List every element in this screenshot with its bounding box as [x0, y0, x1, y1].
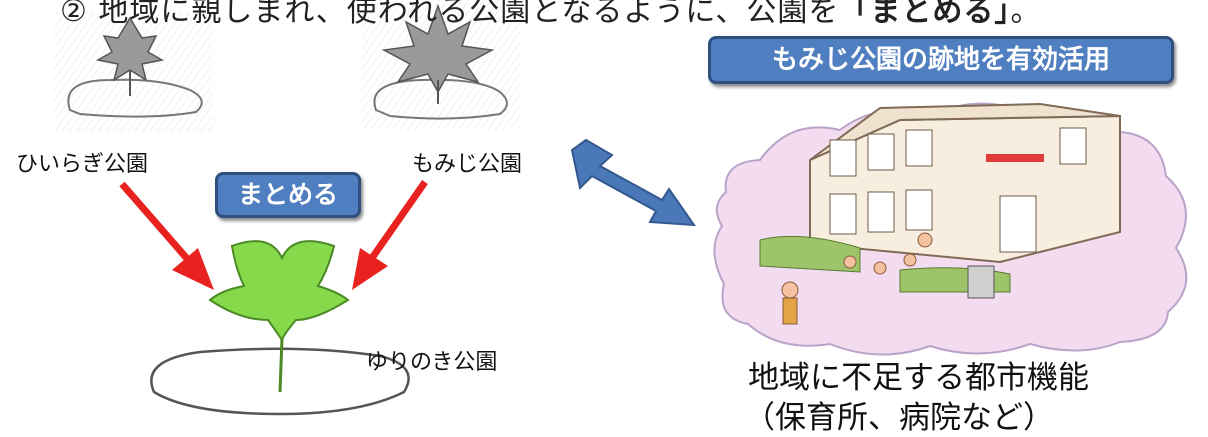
caption-line2: （保育所、病院など） [744, 400, 1054, 436]
heading-suffix: 。 [1010, 0, 1042, 29]
park-label-momiji: もみじ公園 [412, 152, 523, 177]
pink-cloud-building [713, 102, 1188, 356]
heading-prefix: ② 地域に親しまれ、使われる公園となるように、公園を [60, 0, 840, 29]
badge-reuse: もみじ公園の跡地を有効活用 [708, 36, 1174, 84]
blue-arrow [570, 138, 697, 227]
badge-matomeru: まとめる [215, 172, 361, 218]
hiiragi-park-sketch [54, 12, 212, 132]
caption-line1: 地域に不足する都市機能 [748, 360, 1089, 396]
yurinoki-leaf [150, 240, 410, 416]
heading-emphasis: 「まとめる」 [839, 0, 1011, 29]
park-label-hiiragi: ひいらぎ公園 [16, 152, 149, 177]
park-label-yurinoki: ゆりのき公園 [366, 350, 498, 375]
red-arrow-left [119, 181, 214, 290]
red-arrow-right [352, 179, 428, 290]
momiji-park-sketch [362, 0, 520, 130]
page-heading: ② 地域に親しまれ、使われる公園となるように、公園を「まとめる」。 [60, 0, 1041, 30]
